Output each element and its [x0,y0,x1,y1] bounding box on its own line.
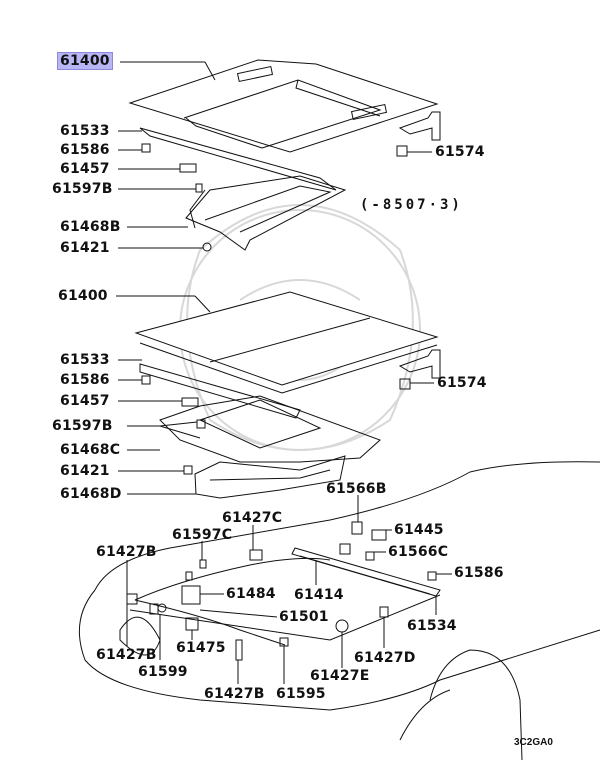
callout-61421-top[interactable]: 61421 [60,240,110,256]
callout-61400-top[interactable]: 61400 [57,52,113,70]
callout-61427b-a[interactable]: 61427B [96,544,157,560]
callout-61457-top[interactable]: 61457 [60,161,110,177]
top-insulator-frame [185,175,347,251]
middle-leader-lines [116,295,434,495]
top-weatherstrip [139,127,337,191]
callout-61445[interactable]: 61445 [394,522,444,538]
callout-61574-middle[interactable]: 61574 [437,375,487,391]
callout-61586-bottom[interactable]: 61586 [454,565,504,581]
middle-hinge [398,349,441,379]
callout-61533-top[interactable]: 61533 [60,123,110,139]
callout-61421-middle[interactable]: 61421 [60,463,110,479]
middle-hood-panel [134,291,439,394]
callout-61457-middle[interactable]: 61457 [60,393,110,409]
top-leader-lines [118,61,432,249]
callout-61595[interactable]: 61595 [276,686,326,702]
callout-61484[interactable]: 61484 [226,586,276,602]
callout-61400-middle[interactable]: 61400 [58,288,108,304]
callout-61533-middle[interactable]: 61533 [60,352,110,368]
callout-61566c[interactable]: 61566C [388,544,449,560]
middle-insulator-d [194,455,346,499]
callout-61501[interactable]: 61501 [279,609,329,625]
callout-61468d-middle[interactable]: 61468D [60,486,122,502]
callout-61597c[interactable]: 61597C [172,527,233,543]
date-range-note: (-8507·3) [360,197,463,213]
callout-61427b-b[interactable]: 61427B [96,647,157,663]
top-hood-panel [128,59,439,153]
car-body-outline [78,461,601,761]
middle-fasteners [141,375,411,475]
callout-61586-top[interactable]: 61586 [60,142,110,158]
callout-61566b[interactable]: 61566B [326,481,387,497]
callout-61475[interactable]: 61475 [176,640,226,656]
top-fasteners [141,143,408,252]
callout-61574-top[interactable]: 61574 [435,144,485,160]
callout-61534[interactable]: 61534 [407,618,457,634]
latch-parts [126,521,437,661]
callout-61597b-top[interactable]: 61597B [52,181,113,197]
middle-weatherstrip [139,363,301,419]
callout-61468c-middle[interactable]: 61468C [60,442,121,458]
callout-61599[interactable]: 61599 [138,664,188,680]
callout-61597b-middle[interactable]: 61597B [52,418,113,434]
top-hinge [398,111,441,141]
callout-61468b-top[interactable]: 61468B [60,219,121,235]
middle-insulator-c [159,395,381,463]
callout-61427b-c[interactable]: 61427B [204,686,265,702]
callout-61586-middle[interactable]: 61586 [60,372,110,388]
callout-61427e[interactable]: 61427E [310,668,370,684]
diagram-code: 3C2GA0 [514,737,553,748]
callout-61427c[interactable]: 61427C [222,510,283,526]
callout-61427d[interactable]: 61427D [354,650,416,666]
bottom-leader-lines [126,495,452,684]
release-cable [134,557,331,646]
callout-61414[interactable]: 61414 [294,587,344,603]
